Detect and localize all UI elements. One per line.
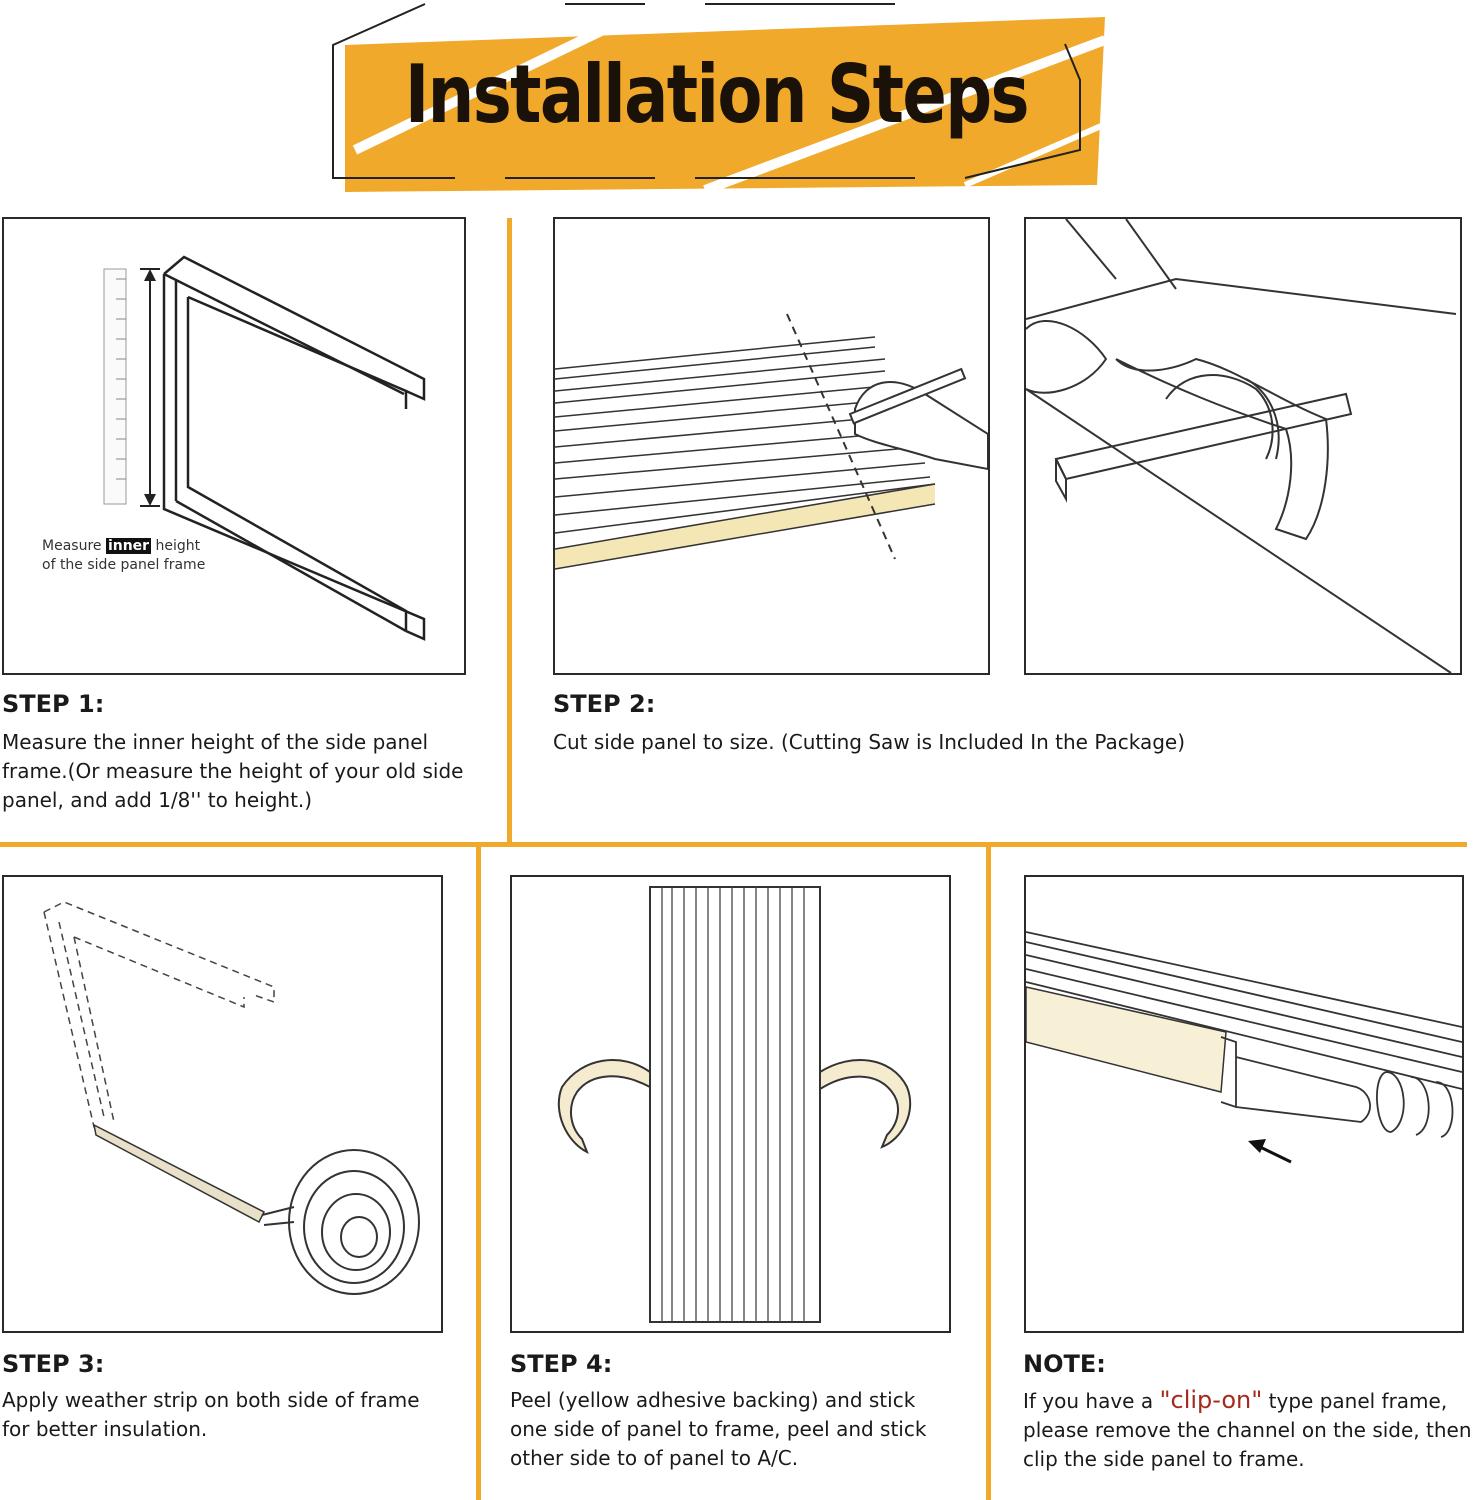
step1-illustration: Measure inner height of the side panel f… xyxy=(2,217,466,675)
panel-sawing-drawing xyxy=(1026,219,1457,673)
step2-illustration-mark xyxy=(553,217,990,675)
divider-horizontal xyxy=(0,842,1467,847)
title-banner: Installation Steps xyxy=(325,0,1115,196)
note-illustration xyxy=(1024,875,1464,1333)
step2-illustration-saw xyxy=(1024,217,1462,675)
divider-vertical-bottom-right xyxy=(986,847,991,1500)
panel-marking-drawing xyxy=(555,313,988,570)
divider-vertical-top xyxy=(507,218,512,843)
step1-description: Measure the inner height of the side pan… xyxy=(2,730,464,812)
measure-inner-label: Measure inner height of the side panel f… xyxy=(42,538,206,573)
step3-illustration xyxy=(2,875,443,1333)
step4-illustration xyxy=(510,875,951,1333)
step2-title: STEP 2: xyxy=(553,690,656,718)
step4-title: STEP 4: xyxy=(510,1350,613,1378)
clip-on-highlight: "clip-on" xyxy=(1159,1386,1263,1414)
divider-vertical-bottom-left xyxy=(476,847,481,1500)
frame-measure-drawing xyxy=(103,255,426,641)
note-title: NOTE: xyxy=(1023,1350,1106,1378)
page-title: Installation Steps xyxy=(404,48,1030,141)
banner-graphic xyxy=(332,0,1115,195)
weather-strip-drawing xyxy=(43,901,420,1295)
inner-highlight: inner xyxy=(105,538,152,554)
note-description: If you have a "clip-on" type panel frame… xyxy=(1023,1386,1472,1471)
step4-description: Peel (yellow adhesive backing) and stick… xyxy=(510,1388,927,1470)
clip-on-channel-drawing xyxy=(1026,931,1462,1164)
step2-description: Cut side panel to size. (Cutting Saw is … xyxy=(553,730,1186,754)
step3-description: Apply weather strip on both side of fram… xyxy=(2,1388,420,1441)
step1-title: STEP 1: xyxy=(2,690,105,718)
adhesive-peel-drawing xyxy=(557,886,912,1323)
step3-title: STEP 3: xyxy=(2,1350,105,1378)
